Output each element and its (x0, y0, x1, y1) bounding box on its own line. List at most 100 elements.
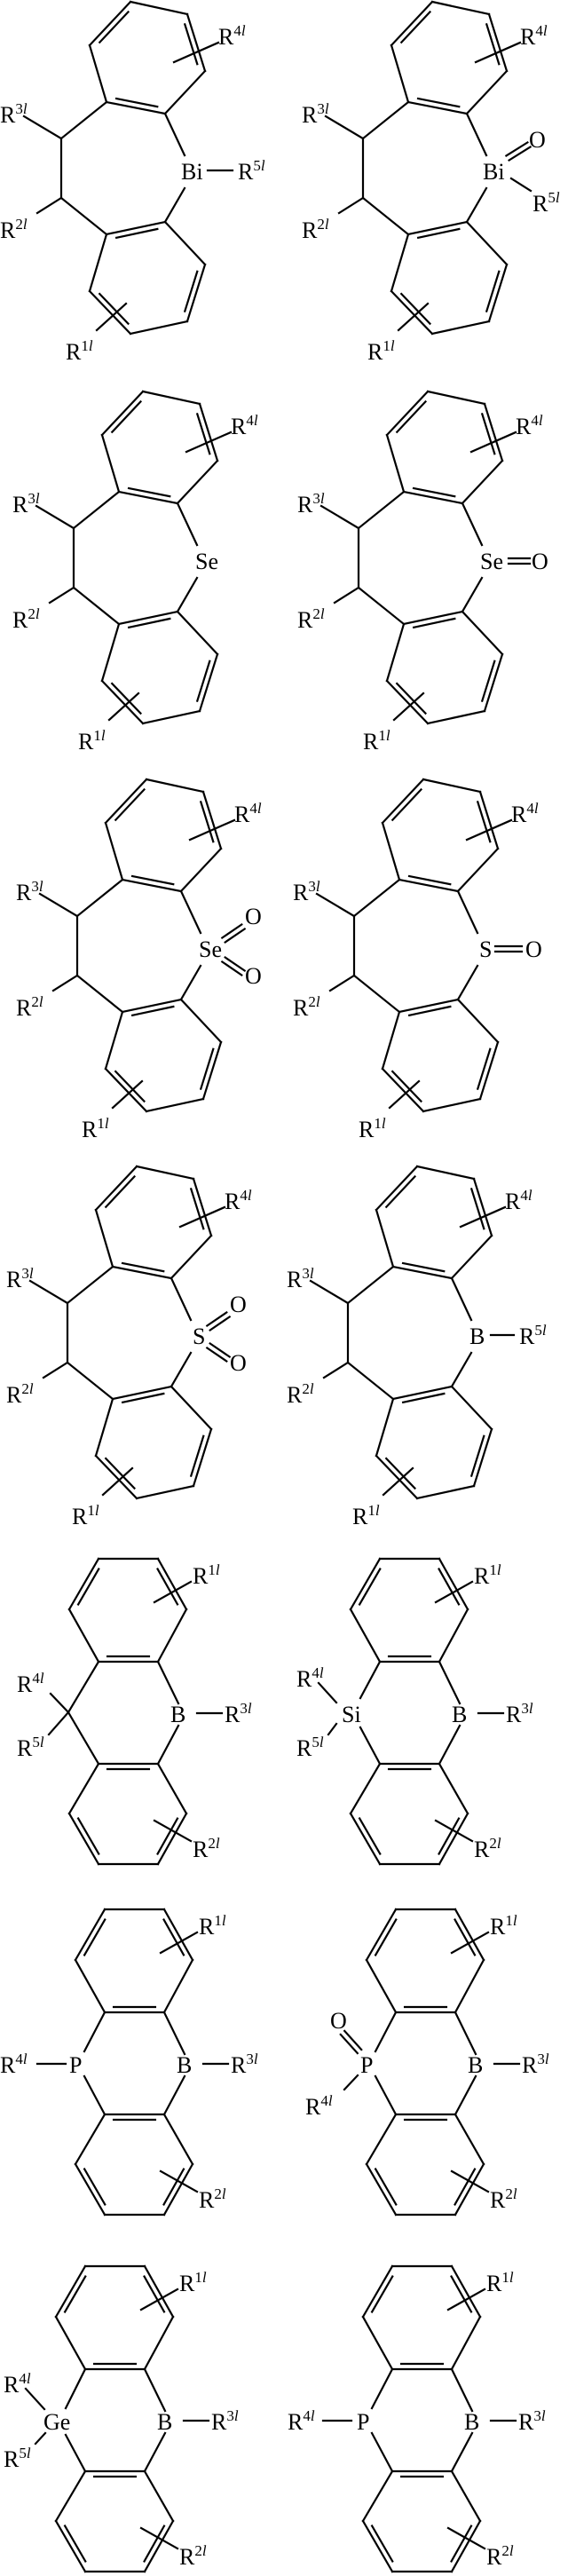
bond (199, 801, 215, 843)
bond (446, 2526, 486, 2550)
bond (465, 69, 509, 115)
bond (450, 2367, 474, 2413)
bond (454, 1908, 485, 1962)
bond (412, 617, 456, 629)
substituent-r3l: R3l (12, 490, 40, 518)
bond (162, 2168, 185, 2207)
bond (83, 1918, 106, 1956)
substituent-r4l: R4l (218, 22, 246, 50)
bond (320, 504, 360, 530)
bond (145, 1097, 205, 1113)
bond (135, 1484, 195, 1500)
bond (385, 622, 406, 683)
bond (67, 1812, 100, 1866)
bond (162, 1958, 194, 2014)
bond (461, 459, 504, 505)
bond (476, 801, 492, 843)
bond (375, 1208, 395, 1268)
bond (454, 2011, 477, 2056)
bond (375, 1165, 419, 1212)
bond (51, 974, 79, 992)
substituent-r5l: R5l (4, 2445, 31, 2472)
bond (406, 100, 469, 115)
bond (179, 847, 223, 893)
bond (178, 1205, 226, 1229)
bond (346, 1361, 395, 1401)
bond (107, 691, 140, 722)
bond (374, 1918, 398, 1956)
bond (88, 0, 132, 47)
bond (474, 41, 522, 64)
bond (95, 302, 128, 332)
bond (170, 1234, 213, 1280)
bond (121, 878, 183, 893)
bond (480, 660, 496, 702)
substituent-r2l: R2l (293, 993, 320, 1021)
bond (24, 2387, 46, 2411)
bond (110, 399, 143, 434)
bond (430, 320, 491, 336)
bond (121, 1261, 165, 1273)
substituent-r2l: R2l (16, 993, 43, 1021)
bond (185, 431, 233, 454)
bond (401, 1392, 446, 1404)
bond (465, 818, 513, 842)
bond (385, 390, 430, 437)
bond (59, 100, 108, 140)
bond (98, 10, 130, 44)
bond (170, 1276, 193, 1322)
substituent-r3l: R3l (518, 2407, 546, 2435)
oxygen-atom: O (529, 127, 546, 153)
bond (438, 1762, 469, 1815)
bond (143, 2367, 167, 2413)
bond (426, 390, 486, 406)
bond (487, 12, 509, 73)
bond (104, 1457, 136, 1490)
substituent-r1l: R1l (179, 2269, 207, 2296)
bond (49, 1692, 70, 1714)
bond (465, 186, 488, 224)
bond (189, 1434, 205, 1477)
substituent-r1l: R1l (486, 2269, 514, 2296)
bond (480, 413, 496, 455)
substituent-r2l: R2l (490, 2185, 517, 2213)
bond (390, 289, 434, 336)
bond (472, 1177, 493, 1237)
bond (198, 652, 219, 713)
bond (172, 41, 220, 64)
substituent-r4l: R4l (516, 412, 543, 439)
bond (163, 220, 207, 266)
bond (397, 302, 430, 332)
bond (375, 1397, 395, 1458)
bond (358, 1568, 382, 1606)
bond (359, 1660, 382, 1700)
bond (83, 2168, 106, 2206)
bond (450, 1385, 493, 1431)
bond (205, 1346, 228, 1363)
bond (67, 1762, 100, 1815)
bond (139, 2526, 179, 2550)
boron-atom: B (452, 1702, 467, 1727)
bond (357, 586, 406, 626)
bond (469, 431, 517, 454)
bond (28, 1279, 69, 1305)
substituent-r4l: R4l (520, 22, 548, 50)
bond (67, 1660, 100, 1714)
bond (333, 586, 360, 604)
bond (461, 576, 484, 613)
bond (195, 660, 211, 702)
bond (143, 2519, 175, 2573)
bond (454, 2168, 477, 2207)
bond (170, 1385, 213, 1431)
substituent-r1l: R1l (193, 1561, 220, 1589)
bond (121, 998, 183, 1014)
bond (349, 1812, 382, 1866)
bond (381, 1067, 425, 1113)
bond (162, 2162, 194, 2216)
bond (153, 1819, 193, 1843)
bond (176, 576, 199, 613)
